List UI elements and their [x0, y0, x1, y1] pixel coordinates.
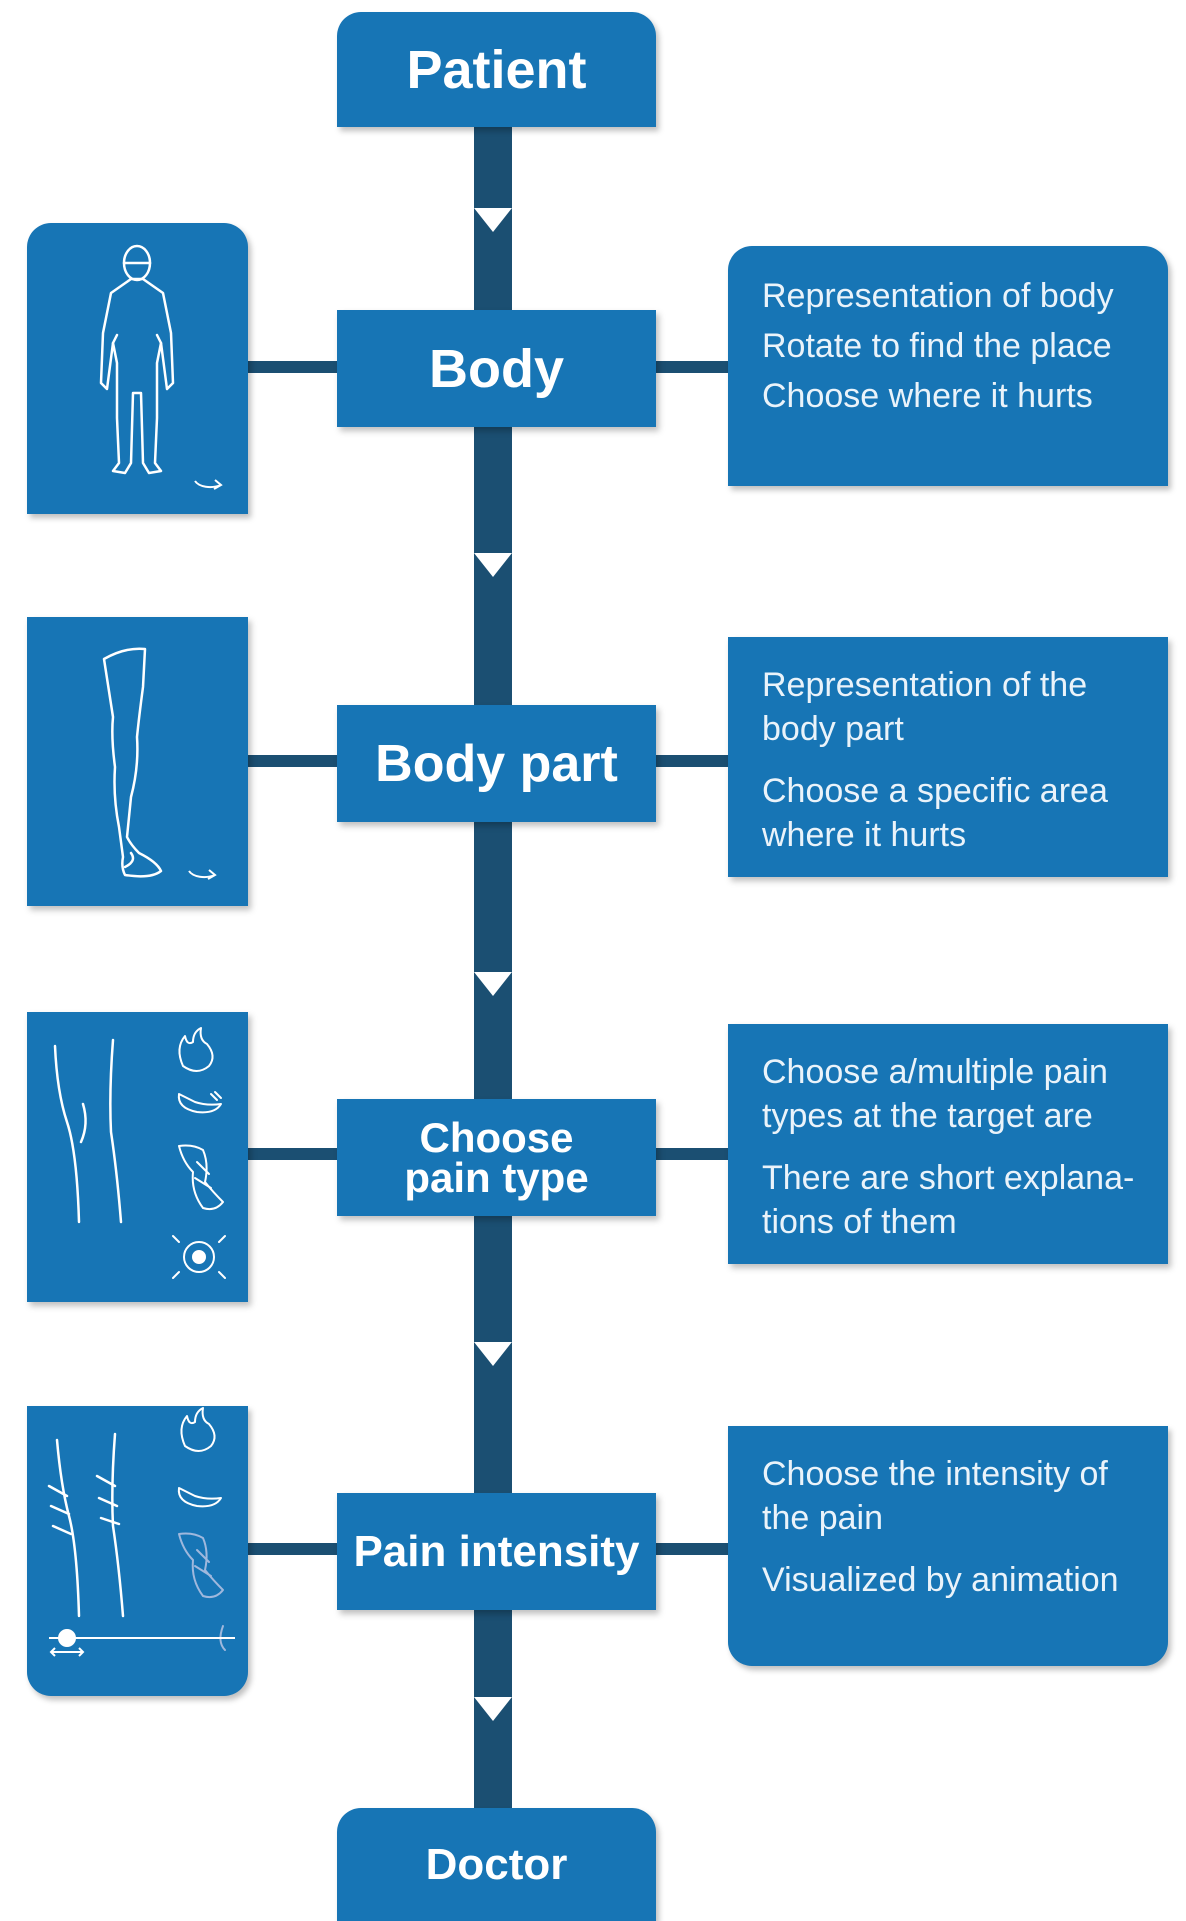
illustration-body-part — [27, 617, 248, 906]
connector-pain-intensity-left — [248, 1543, 338, 1555]
info-pain-intensity-line: Choose the intensity of the pain — [762, 1452, 1140, 1540]
flow-arrow — [474, 1697, 512, 1721]
connector-pain-type-left — [248, 1148, 338, 1160]
node-pain-type: Choose pain type — [337, 1099, 656, 1216]
info-pain-intensity-line: Visualized by animation — [762, 1558, 1140, 1602]
leg-icon — [27, 617, 248, 906]
rotate-arrow-icon — [189, 870, 215, 879]
node-body-part: Body part — [337, 705, 656, 822]
connector-body-right — [656, 361, 730, 373]
node-patient: Patient — [337, 12, 656, 127]
connector-pain-type-right — [656, 1148, 730, 1160]
node-doctor-label: Doctor — [426, 1840, 568, 1890]
connector-pain-intensity-right — [656, 1543, 730, 1555]
flow-arrow — [474, 1342, 512, 1366]
intensity-slider — [49, 1630, 235, 1656]
illustration-body — [27, 223, 248, 514]
node-pain-type-label-line2: pain type — [404, 1158, 588, 1198]
info-body-part-line: Representation of the body part — [762, 663, 1140, 751]
info-body-part-line: Choose a specific area where it hurts — [762, 769, 1140, 857]
node-pain-type-label-line1: Choose — [419, 1118, 573, 1158]
stabbing-pain-icon — [179, 1146, 223, 1210]
node-body-label: Body — [429, 338, 564, 400]
info-body-part: Representation of the body part Choose a… — [728, 637, 1168, 877]
node-pain-intensity: Pain intensity — [337, 1493, 656, 1610]
connector-body-part-left — [248, 755, 338, 767]
connector-body-part-right — [656, 755, 730, 767]
flow-arrow — [474, 553, 512, 577]
info-body-line: Representation of body — [762, 274, 1140, 318]
info-pain-type-line: Choose a/multiple pain types at the targ… — [762, 1050, 1140, 1138]
flow-arrow — [474, 972, 512, 996]
flow-arrow — [474, 208, 512, 232]
illustration-pain-type — [27, 1012, 248, 1302]
info-pain-intensity: Choose the intensity of the pain Visuali… — [728, 1426, 1168, 1666]
pain-intensity-icons — [27, 1406, 248, 1696]
node-pain-intensity-label: Pain intensity — [353, 1527, 639, 1577]
info-body-line: Rotate to find the place — [762, 324, 1140, 368]
pain-type-icons — [27, 1012, 248, 1302]
info-pain-type: Choose a/multiple pain types at the targ… — [728, 1024, 1168, 1264]
node-patient-label: Patient — [406, 39, 586, 101]
rotate-arrow-icon — [195, 480, 221, 489]
info-pain-type-line: There are short explana-tions of them — [762, 1156, 1140, 1244]
full-body-figure-icon — [27, 223, 248, 514]
node-doctor: Doctor — [337, 1808, 656, 1921]
node-body-part-label: Body part — [375, 734, 618, 794]
info-body-line: Choose where it hurts — [762, 374, 1140, 418]
info-body: Representation of body Rotate to find th… — [728, 246, 1168, 486]
connector-body-left — [248, 361, 338, 373]
node-body: Body — [337, 310, 656, 427]
burning-pain-icon — [179, 1028, 212, 1071]
illustration-pain-intensity — [27, 1406, 248, 1696]
